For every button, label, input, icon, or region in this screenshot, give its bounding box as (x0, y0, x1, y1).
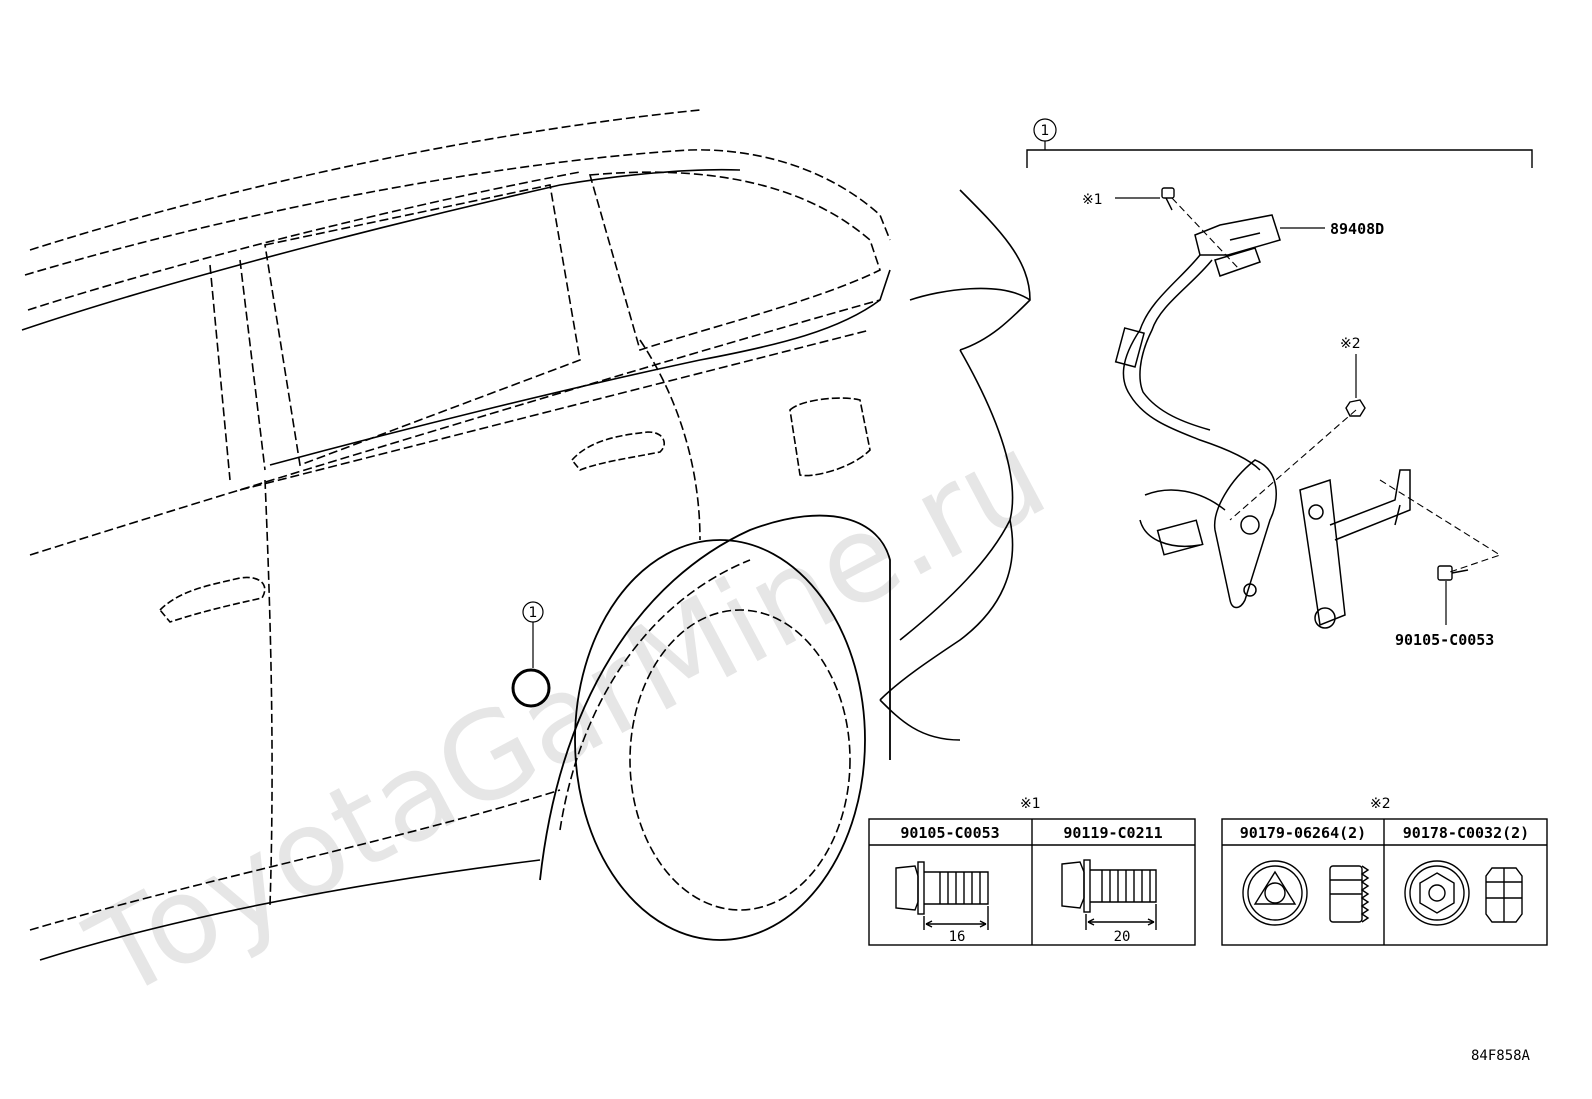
part-label-89408D: 89408D (1330, 220, 1384, 238)
fastener-bolt-bottom (1437, 565, 1469, 581)
flange-bolt-20-icon (1061, 859, 1157, 930)
vehicle-outline (21, 109, 1031, 961)
car-callout: 1 (511, 601, 551, 708)
mark-1-label: ※1 (1082, 192, 1103, 208)
assembly-bracket: 1 (1026, 118, 1533, 168)
table2-header-1: 90179-06264(2) (1240, 824, 1366, 842)
flange-nut-side-icon (1329, 865, 1370, 923)
hex-nut-top-icon (1404, 860, 1470, 926)
fastener-nut (1345, 399, 1366, 417)
watermark: ToyotaGarMine.ru (67, 406, 1067, 1026)
fastener-table-1: ※1 90105-C0053 90119-C0211 16 (868, 796, 1196, 946)
fastener-table-2: ※2 90179-06264(2) 90178-C0032(2) (1221, 796, 1548, 946)
height-sensor-assembly (1114, 214, 1411, 629)
table1-header-1: 90105-C0053 (900, 824, 999, 842)
sensor-location-marker (511, 668, 551, 708)
assembly-callout-number: 1 (1041, 123, 1050, 139)
flange-bolt-16-icon (895, 861, 989, 930)
table1-mark: ※1 (1020, 796, 1041, 812)
table2-header-2: 90178-C0032(2) (1403, 824, 1529, 842)
car-callout-number: 1 (529, 605, 538, 621)
table1-dim-20: 20 (1114, 929, 1131, 945)
fastener-bolt-top (1161, 187, 1175, 211)
table1-dim-16: 16 (949, 929, 966, 945)
flange-nut-top-icon (1242, 860, 1308, 926)
part-label-90105-C0053: 90105-C0053 (1395, 631, 1494, 649)
hex-nut-side-icon (1485, 867, 1523, 923)
table1-header-2: 90119-C0211 (1063, 824, 1162, 842)
leader-lines (1171, 197, 1502, 573)
mark-2-label: ※2 (1340, 336, 1361, 352)
figure-code: 84F858A (1471, 1048, 1531, 1064)
table2-mark: ※2 (1370, 796, 1391, 812)
